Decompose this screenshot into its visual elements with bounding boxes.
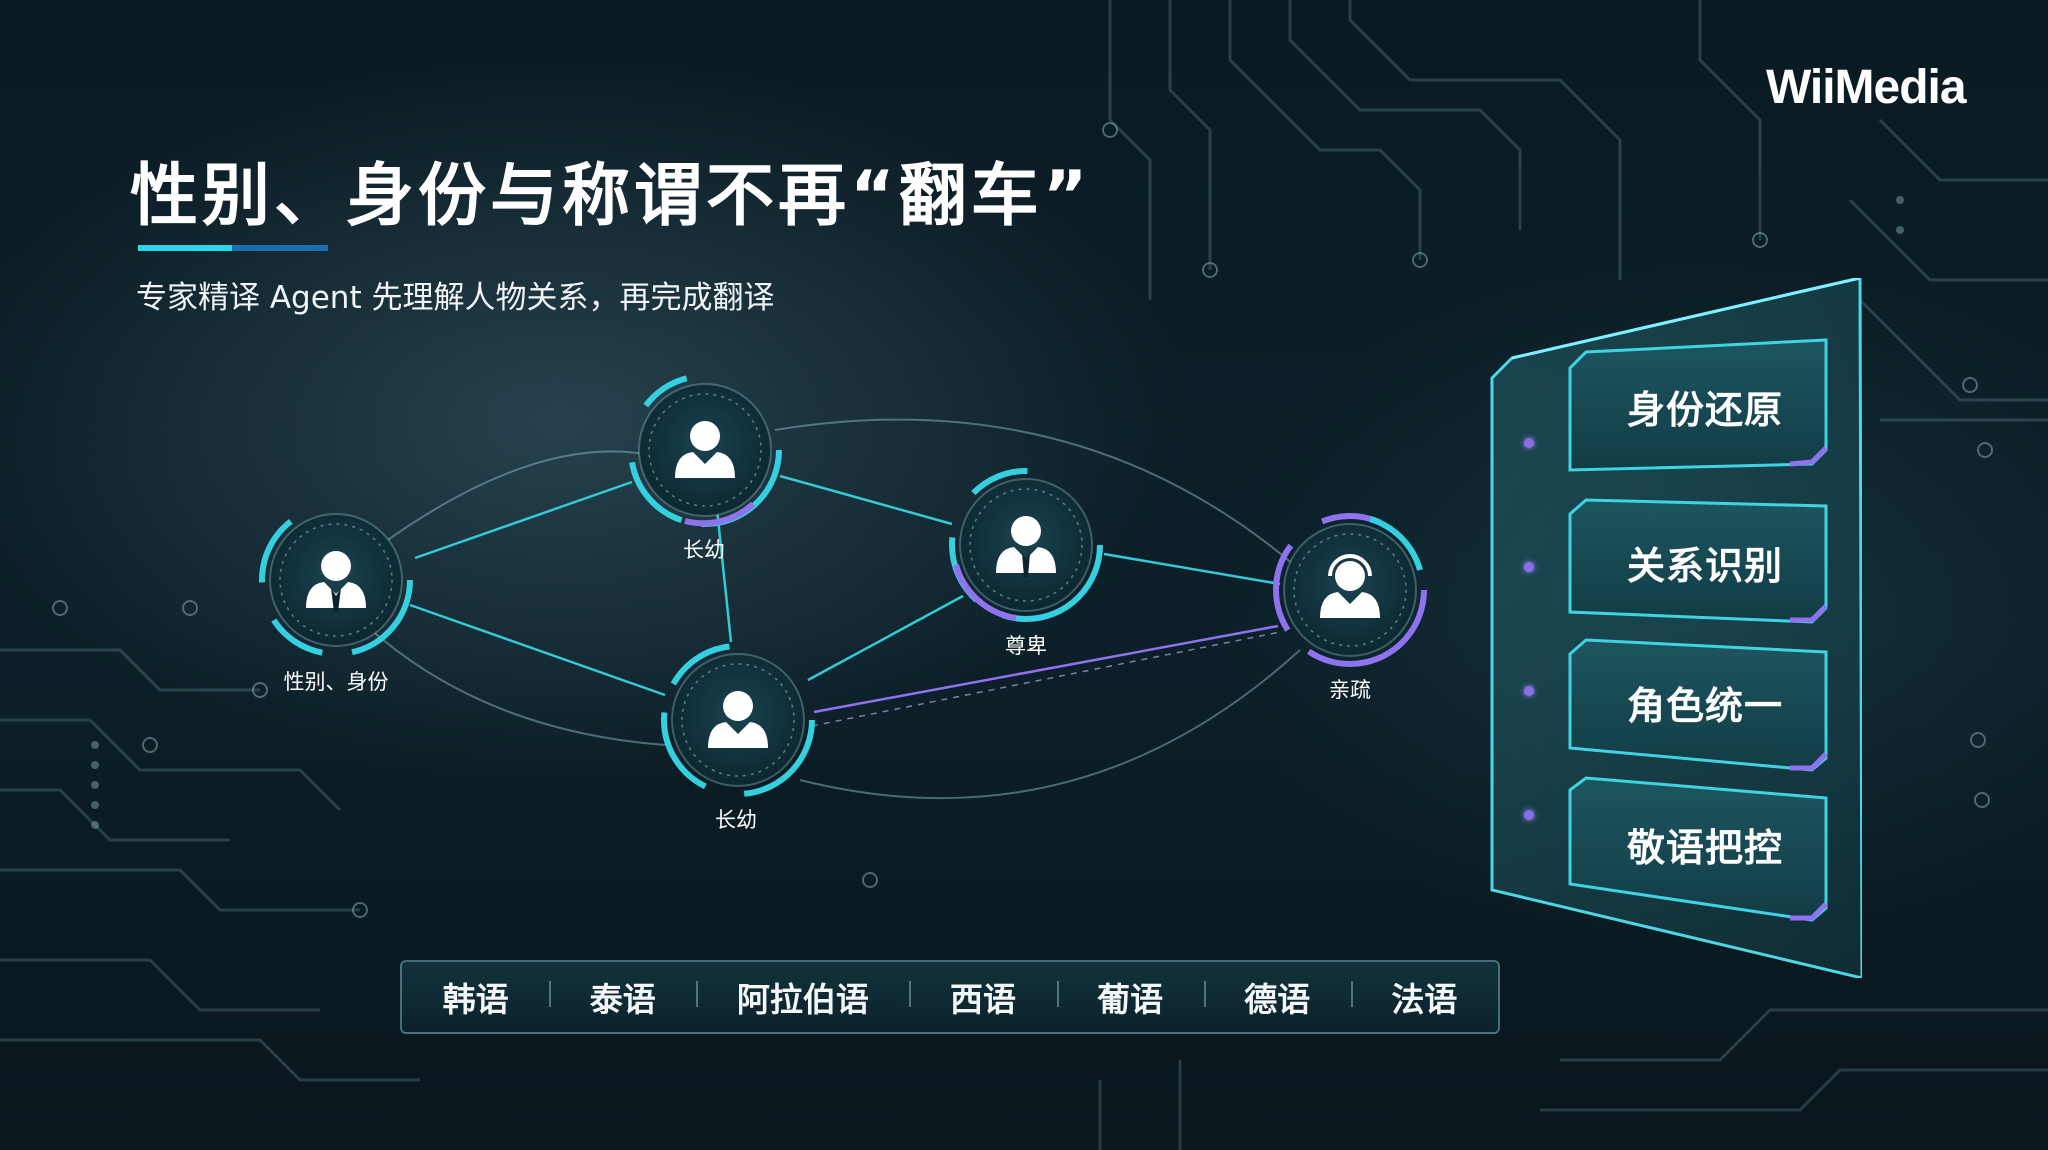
language-thai: 泰语 [549, 973, 696, 1021]
feature-honorific-control: 敬语把控 [1626, 825, 1783, 870]
link-1-4 [409, 603, 666, 697]
arc-bottom-right [799, 649, 1301, 800]
node-kinship [1273, 513, 1427, 667]
feature-bullet [1524, 686, 1534, 696]
link-2-3 [779, 474, 953, 526]
link-4-5 [813, 624, 1279, 714]
feature-panel: 身份还原 关系识别 角色统一 敬语把控 [1490, 278, 1862, 978]
language-spanish: 西语 [909, 973, 1056, 1021]
wiimedia-logo: WiiMedia [1766, 61, 1967, 114]
link-4-3 [807, 594, 964, 682]
feature-panel-frame [1490, 278, 1862, 978]
feature-bullet [1524, 562, 1534, 572]
feature-relation-recognition: 关系识别 [1626, 543, 1783, 588]
title-underline-accent [232, 245, 328, 251]
node-gender-identity [259, 503, 413, 657]
feature-identity-restore: 身份还原 [1626, 387, 1783, 432]
arc-top-right [774, 418, 1301, 571]
language-german: 德语 [1203, 973, 1351, 1021]
feature-role-consistency: 角色统一 [1626, 683, 1783, 728]
language-bar: 韩语 泰语 阿拉伯语 西语 葡语 德语 法语 [400, 960, 1500, 1034]
node-seniority-bottom [661, 643, 815, 797]
node-seniority-top [628, 373, 782, 527]
language-arabic: 阿拉伯语 [696, 973, 909, 1021]
feature-bullet [1524, 438, 1534, 448]
language-portuguese: 葡语 [1056, 973, 1204, 1021]
language-french: 法语 [1350, 973, 1498, 1021]
node-label-rank: 尊卑 [1005, 634, 1047, 658]
node-label-gender-identity: 性别、身份 [283, 670, 389, 694]
node-rank [949, 468, 1103, 622]
node-label-seniority-top: 长幼 [683, 538, 725, 562]
node-label-seniority-bottom: 长幼 [715, 808, 757, 832]
link-1-2 [414, 480, 633, 560]
page-subtitle: 专家精译 Agent 先理解人物关系，再完成翻译 [136, 280, 775, 316]
link-4-5-dashed [811, 631, 1281, 727]
feature-bullet [1524, 810, 1534, 820]
link-3-5 [1103, 552, 1281, 586]
node-label-kinship: 亲疏 [1329, 678, 1371, 702]
language-korean: 韩语 [442, 980, 509, 1019]
page-title: 性别、身份与称谓不再“翻车” [130, 157, 1092, 236]
